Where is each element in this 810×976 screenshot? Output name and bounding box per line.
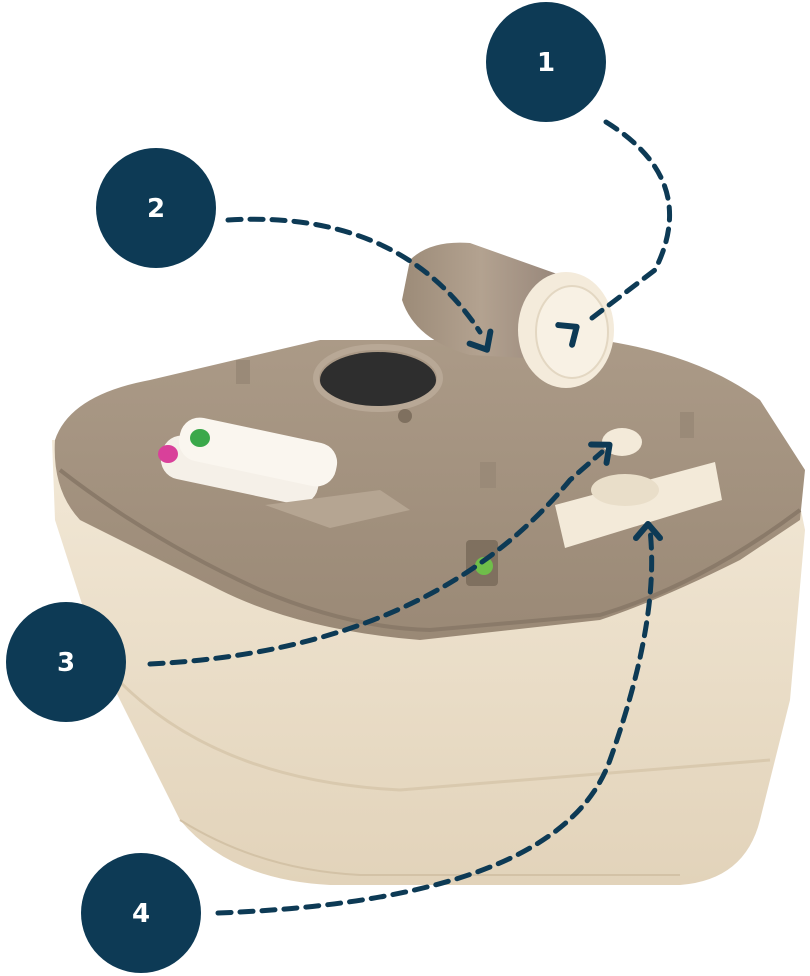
callout-circle-2 [96, 148, 216, 268]
callout-circle-3 [6, 602, 126, 722]
lid-peg [680, 412, 694, 438]
callout-circle-1 [486, 2, 606, 122]
pour-spout-cap-face [535, 285, 609, 379]
callout-1: 1 [486, 2, 606, 122]
level-indicator-light [475, 557, 493, 575]
callout-arrow-3 [147, 449, 605, 667]
callout-number-1: 1 [537, 48, 555, 78]
waste-tank-illustration [52, 242, 806, 885]
tank-opening-rim [313, 344, 443, 412]
callout-2: 2 [96, 148, 216, 268]
arrowhead-3 [588, 441, 613, 466]
cartridge-flap [265, 490, 410, 528]
small-vent-hole [398, 409, 412, 423]
tank-body-seam [98, 659, 771, 792]
arrowhead-2 [466, 328, 494, 353]
callout-markers: 1 2 3 4 [6, 2, 606, 973]
arrowhead-1 [555, 322, 580, 348]
cleaning-cartridges [158, 417, 338, 505]
tank-body-base-line [179, 819, 680, 876]
callout-number-2: 2 [147, 194, 165, 224]
arrowhead-4 [633, 521, 663, 541]
callout-4: 4 [81, 853, 201, 973]
callout-arrow-1 [589, 119, 672, 321]
vent-button [602, 428, 642, 456]
callout-circle-4 [81, 853, 201, 973]
tank-lid [54, 340, 806, 640]
lid-peg [236, 360, 250, 384]
tank-opening [320, 352, 436, 408]
callout-number-3: 3 [57, 648, 75, 678]
callout-3: 3 [6, 602, 126, 722]
lid-peg [480, 462, 496, 488]
callout-number-4: 4 [132, 899, 150, 929]
tank-lid-rim-shadow [58, 468, 802, 633]
callout-arrow-4 [215, 527, 655, 916]
callout-arrows [147, 119, 672, 916]
slide-valve-handle [555, 462, 722, 548]
valve-knob [591, 474, 659, 506]
callout-arrow-2 [225, 216, 483, 335]
